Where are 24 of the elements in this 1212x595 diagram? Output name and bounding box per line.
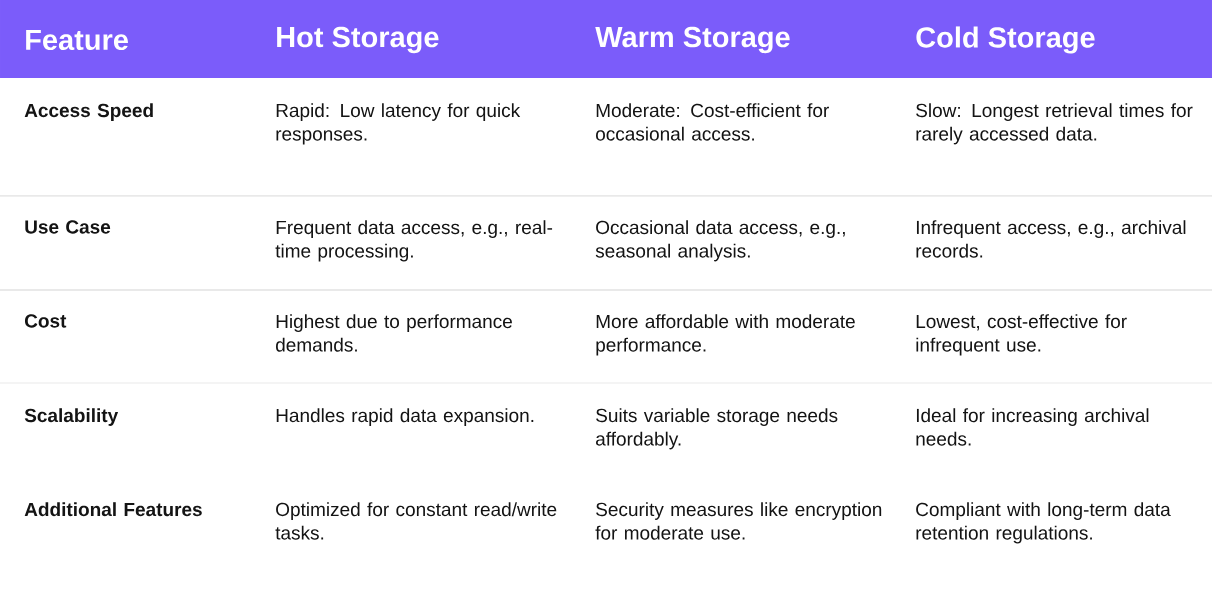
table-text: Moderate: Cost-efficient for occasional access. — [596, 103, 829, 141]
table-text: Suits variable storage needs affordably. — [596, 408, 838, 450]
table-text: Security measures like encryption for moderate use. — [595, 502, 882, 540]
row-label: Access Speed — [24, 103, 153, 121]
table-text: Slow: Longest retrieval times for rarely accessed data. — [916, 103, 1193, 145]
table-text: Frequent data access, e.g., real-time processing. — [275, 220, 553, 262]
row-label: Additional Features — [24, 502, 202, 517]
row-label: Use Case — [25, 220, 111, 234]
table-text: Occasional data access, e.g., seasonal analysis. — [595, 220, 845, 262]
table-text: Compliant with long-term data retention regulations. — [916, 502, 1171, 544]
row-label: Cost — [25, 314, 67, 328]
table-text: Handles rapid data expansion. — [276, 408, 534, 426]
table-text: Lowest, cost-effective for infrequent use. — [916, 314, 1127, 356]
table-text: Highest due to performance demands. — [276, 314, 512, 352]
row-label: Scalability — [24, 408, 119, 426]
column-header: Cold Storage — [916, 26, 1095, 54]
column-header: Hot Storage — [277, 26, 439, 54]
column-header: Feature — [26, 29, 128, 51]
column-header: Warm Storage — [595, 26, 790, 54]
table-text: Infrequent access, e.g., archival records. — [916, 220, 1186, 258]
table-text: Rapid: Low latency for quick responses. — [276, 103, 521, 145]
table-text: Optimized for constant read/write tasks. — [275, 502, 557, 540]
table-text: Ideal for increasing archival needs. — [916, 408, 1149, 446]
table-text: More affordable with moderate performance. — [596, 314, 855, 356]
